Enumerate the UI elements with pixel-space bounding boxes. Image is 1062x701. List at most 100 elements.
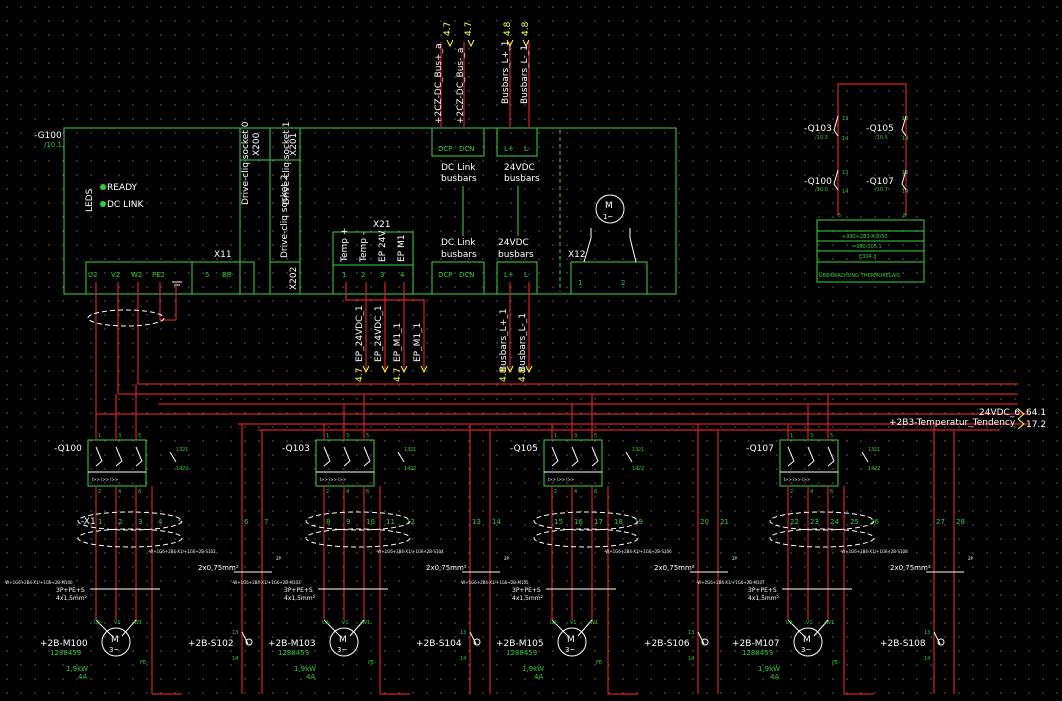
top-signal-3-ref[interactable]: 4.8 <box>503 21 513 36</box>
svg-text:14: 14 <box>176 466 182 472</box>
breaker-trip-label: I>> I>> I>> <box>320 477 346 482</box>
terminal-number: 14 <box>492 518 501 526</box>
top-signal-4: Busbars_L-_1 <box>520 45 530 104</box>
right-signal-1-ref[interactable]: 64.1 <box>1026 408 1046 418</box>
dc24-bottom-label-2: busbars <box>498 250 534 260</box>
breaker-pin-top: 1 <box>554 433 557 439</box>
terminal-strip-shield <box>305 528 411 548</box>
breaker-pin-bottom: 6 <box>830 489 833 495</box>
contact-q100: -Q100 <box>804 177 832 187</box>
svg-text:13: 13 <box>404 447 410 453</box>
svg-text:21: 21 <box>638 447 644 453</box>
x200-label: X200 <box>252 132 262 156</box>
svg-text:13: 13 <box>924 630 930 636</box>
motor-cable-id: -W+1G6+2B4-X1/+1G6+2B-M103 <box>232 580 301 585</box>
terminal-number: 16 <box>574 518 583 526</box>
breaker-pin-bottom: 6 <box>138 489 141 495</box>
aux-contact-icon <box>169 451 177 463</box>
terminal-strip-shield <box>77 528 183 548</box>
motor-power: 1,9kW <box>66 665 88 673</box>
motor-pin: U1- <box>550 620 559 626</box>
motor-m: M <box>111 635 119 645</box>
top-signal-1-ref[interactable]: 4.7 <box>443 22 453 36</box>
svg-text:22: 22 <box>874 466 880 472</box>
breaker-pin-bottom: 4 <box>574 489 577 495</box>
terminal-number: 2 <box>118 518 122 526</box>
bottom-signal-6-ref[interactable]: 4.8 <box>518 367 528 382</box>
top-signal-2-ref[interactable]: 4.7 <box>464 22 474 36</box>
top-signal-4-ref[interactable]: 4.8 <box>521 21 531 36</box>
bottom-signal-1: EP_24VDC_1 <box>355 305 365 362</box>
terminal-number: 19 <box>634 518 643 526</box>
motor-lead <box>787 619 805 637</box>
dc24-top-label-2: busbars <box>504 174 540 184</box>
breaker-trip-label: I>> I>> I>> <box>92 477 118 482</box>
breaker-pin-bottom: 4 <box>118 489 121 495</box>
motor-power: 1,9kW <box>758 665 780 673</box>
sensor-cable-size: 2x0,75mm² <box>198 564 239 572</box>
breaker-pin-top: 5 <box>138 433 141 439</box>
motor-pe: PE- <box>368 660 376 666</box>
motor-phase: 3~ <box>109 646 119 654</box>
breaker-contact <box>551 446 559 467</box>
svg-text:13: 13 <box>902 116 908 122</box>
breaker-pin-bottom: 6 <box>594 489 597 495</box>
x21-pin2: Temp - <box>359 232 369 263</box>
x21-num3: 3 <box>380 271 384 279</box>
contact-q105-ref: /10.5 <box>875 135 888 141</box>
breaker-pin-top: 5 <box>594 433 597 439</box>
terminal-number: 22 <box>790 518 799 526</box>
dclink-bottom-block <box>431 261 485 295</box>
terminal-strip-x1: -X1 <box>81 517 96 527</box>
terminal-number: 23 <box>810 518 819 526</box>
x21-num1: 1 <box>342 271 346 279</box>
socket2-label: Drive-cliq socket 2 <box>280 175 290 258</box>
bottom-signal-1-ref[interactable]: 4.7 <box>355 368 365 382</box>
svg-text:14: 14 <box>232 656 238 662</box>
bottom-signal-3-ref[interactable]: 4.7 <box>393 368 403 382</box>
motor-icon <box>557 627 587 657</box>
drive-module-g100[interactable]: -G100 /10.1 LEDS READY DC LINK Drive-cli… <box>34 121 677 295</box>
motor-label: +2B-M103 <box>268 639 316 649</box>
pin-u2: U2 <box>88 271 98 279</box>
x21-pin1: Temp + <box>340 228 350 263</box>
x21-num2: 2 <box>361 271 365 279</box>
x11-label: X11 <box>214 250 232 260</box>
svg-text:13: 13 <box>460 630 466 636</box>
bottom-signal-4: EP_M1_1 <box>413 323 423 362</box>
terminal-number: 25 <box>850 518 859 526</box>
x21-pin4: EP M1 <box>397 235 407 262</box>
terminal-number: 28 <box>956 518 965 526</box>
motor-label: +2B-M105 <box>496 639 544 649</box>
motor-pin: V1 <box>114 620 121 626</box>
dcn-top: DCN <box>459 145 475 153</box>
svg-text:21: 21 <box>874 447 880 453</box>
relay-monitor-panel[interactable]: -Q103 /10.3 13 14 -Q105 /10.5 13 14 -Q10… <box>804 83 925 283</box>
terminal-number: 12 <box>406 518 415 526</box>
motor-lead <box>323 619 341 637</box>
svg-text:14: 14 <box>842 136 848 142</box>
sensor-cable-id: -W+1G6+2B4-X1/+1G6+2B-S102 <box>148 549 216 554</box>
bottom-signal-6: Busbars_L-_1 <box>518 313 528 372</box>
breaker-pin-bottom: 4 <box>810 489 813 495</box>
ready-led-icon <box>100 184 106 190</box>
sensor-cable-id: -W+1G6+2B4-X1/+1G6+2B-S108 <box>840 549 908 554</box>
right-signal-1: 24VDC_6 <box>979 408 1020 418</box>
terminal-number: 26 <box>870 518 879 526</box>
right-signal-2-ref[interactable]: 17.2 <box>1026 420 1046 430</box>
motor-current: 4A <box>306 673 315 681</box>
pin-pe2: PE2 <box>152 271 165 279</box>
bottom-signal-5-ref[interactable]: 4.8 <box>499 367 509 382</box>
dc24-bottom-label-1: 24VDC <box>498 238 529 248</box>
breaker-contact <box>591 446 599 467</box>
sensor-switch-icon <box>241 631 249 645</box>
motor-cable-id: -W+1G6+2B4-X1/+1G6+2B-M107 <box>696 580 765 585</box>
x21-block <box>332 231 414 295</box>
breaker-trip-label: I>> I>> I>> <box>548 477 574 482</box>
